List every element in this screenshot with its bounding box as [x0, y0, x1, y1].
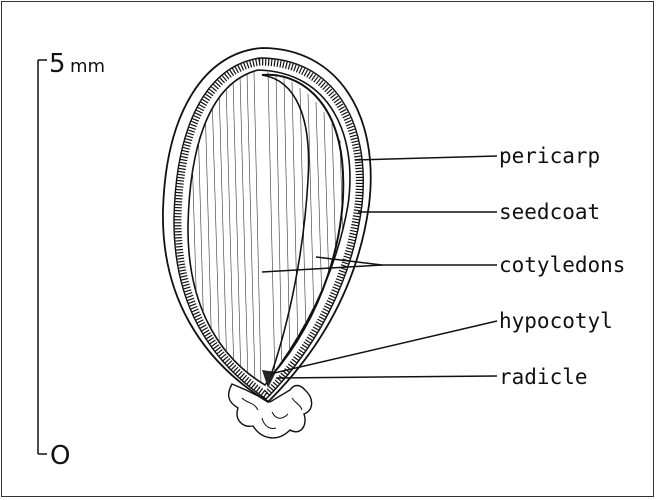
label-radicle: radicle	[499, 365, 588, 389]
label-seedcoat: seedcoat	[499, 200, 600, 224]
leader-lines	[262, 156, 497, 378]
label-pericarp: pericarp	[499, 144, 600, 168]
label-hypocotyl: hypocotyl	[499, 309, 613, 333]
scale-bar	[38, 60, 47, 454]
scale-bottom-value: O	[50, 441, 70, 471]
scale-top-value: 5	[49, 49, 66, 79]
label-cotyledons: cotyledons	[499, 253, 625, 277]
cotyledon-divider	[262, 75, 343, 375]
scale-unit: mm	[70, 56, 105, 77]
